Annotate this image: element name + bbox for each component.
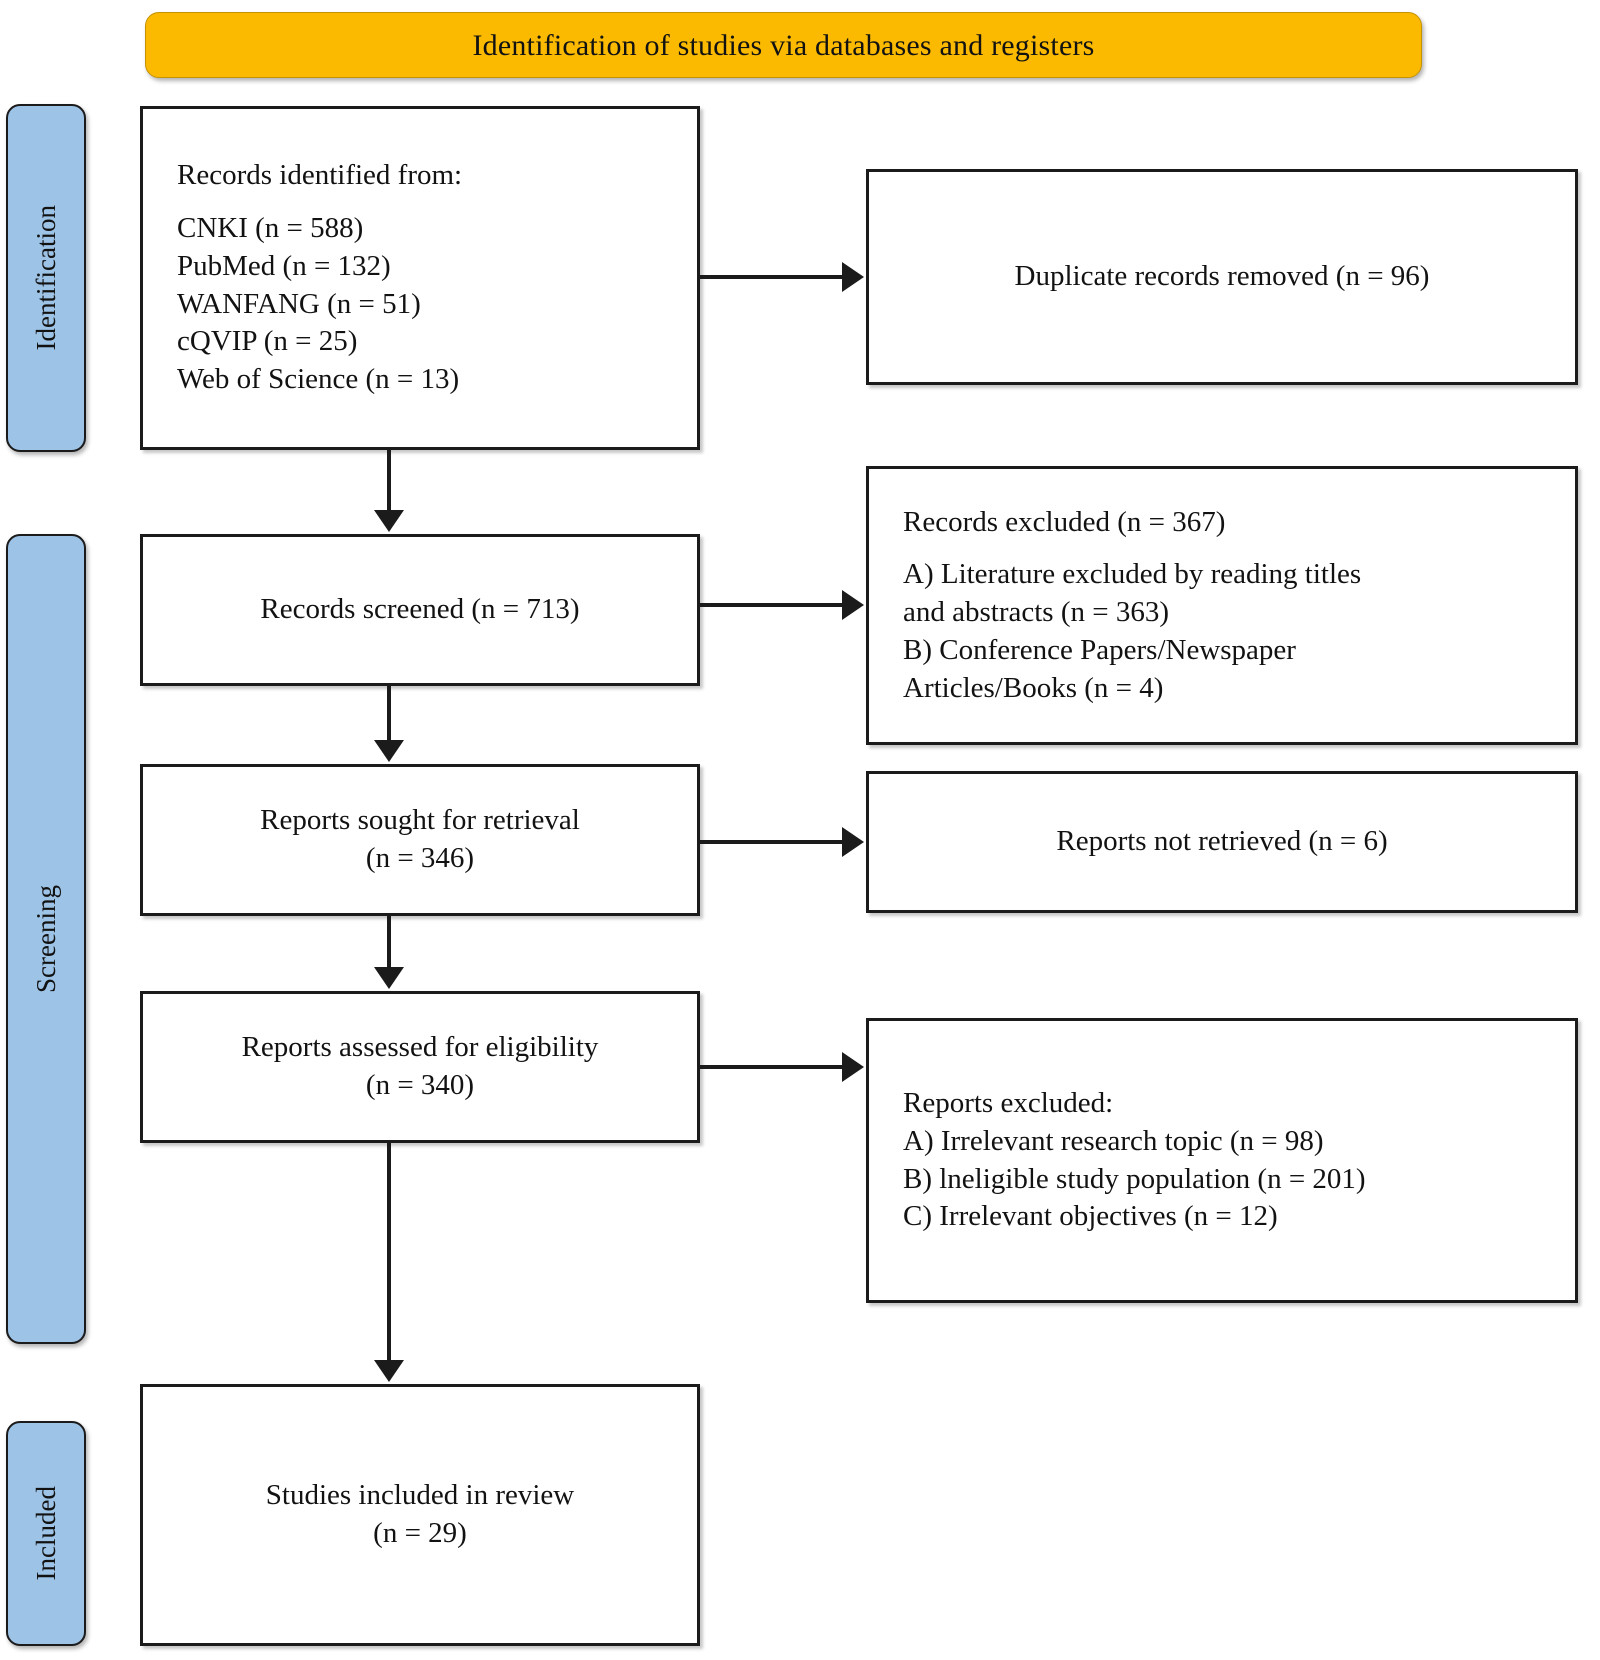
banner-identification-header: Identification of studies via databases … <box>145 12 1422 78</box>
reports-assessed-count: (n = 340) <box>365 1069 475 1101</box>
stage-rail-screening: Screening <box>6 534 86 1344</box>
reports-assessed-label: Reports assessed for eligibility <box>241 1031 599 1064</box>
box-records-excluded: Records excluded (n = 367) A) Literature… <box>866 466 1578 745</box>
arrow-down-icon-identified-to-screened <box>374 510 404 532</box>
records-excluded-reason-a-line1: A) Literature excluded by reading titles <box>903 558 1362 591</box>
arrow-right-icon-screened-to-records-excluded <box>842 590 864 620</box>
connector-identified-to-screened <box>387 450 391 512</box>
connector-screened-to-records-excluded <box>700 603 844 607</box>
stage-rail-included: Included <box>6 1421 86 1646</box>
stage-rail-identification: Identification <box>6 104 86 452</box>
records-identified-heading: Records identified from: <box>177 159 463 192</box>
box-studies-included-in-review: Studies included in review (n = 29) <box>140 1384 700 1646</box>
stage-rail-screening-label: Screening <box>30 885 61 993</box>
arrow-right-icon-sought-to-not-retrieved <box>842 827 864 857</box>
stage-rail-identification-label: Identification <box>30 205 61 351</box>
source-web-of-science: Web of Science (n = 13) <box>177 362 460 395</box>
records-excluded-heading: Records excluded (n = 367) <box>903 505 1226 538</box>
box-reports-sought-for-retrieval: Reports sought for retrieval (n = 346) <box>140 764 700 916</box>
reports-sought-count: (n = 346) <box>365 842 475 874</box>
duplicate-records-removed-text: Duplicate records removed (n = 96) <box>1014 260 1430 293</box>
reports-not-retrieved-text: Reports not retrieved (n = 6) <box>1056 825 1388 858</box>
connector-identified-to-duplicates <box>700 275 844 279</box>
stage-rail-included-label: Included <box>30 1486 61 1581</box>
connector-screened-to-sought <box>387 686 391 742</box>
box-reports-excluded: Reports excluded: A) Irrelevant research… <box>866 1018 1578 1303</box>
arrow-down-icon-screened-to-sought <box>374 740 404 762</box>
reports-excluded-heading: Reports excluded: <box>903 1087 1114 1120</box>
arrow-right-icon-identified-to-duplicates <box>842 262 864 292</box>
source-cnki: CNKI (n = 588) <box>177 212 364 245</box>
reports-sought-label: Reports sought for retrieval <box>260 804 580 837</box>
box-records-screened: Records screened (n = 713) <box>140 534 700 686</box>
arrow-right-icon-assessed-to-reports-excluded <box>842 1052 864 1082</box>
connector-sought-to-assessed <box>387 916 391 969</box>
arrow-down-icon-sought-to-assessed <box>374 967 404 989</box>
records-excluded-reason-b-line1: B) Conference Papers/Newspaper <box>903 633 1296 666</box>
box-reports-not-retrieved: Reports not retrieved (n = 6) <box>866 771 1578 913</box>
reports-excluded-reason-a: A) Irrelevant research topic (n = 98) <box>903 1124 1324 1157</box>
source-cqvip: cQVIP (n = 25) <box>177 325 358 358</box>
box-duplicate-records-removed: Duplicate records removed (n = 96) <box>866 169 1578 385</box>
studies-included-label: Studies included in review <box>265 1479 575 1512</box>
banner-title: Identification of studies via databases … <box>472 28 1095 62</box>
connector-assessed-to-included <box>387 1143 391 1362</box>
arrow-down-icon-assessed-to-included <box>374 1360 404 1382</box>
records-screened-text: Records screened (n = 713) <box>260 593 580 626</box>
box-records-identified: Records identified from: CNKI (n = 588) … <box>140 106 700 450</box>
box-reports-assessed-for-eligibility: Reports assessed for eligibility (n = 34… <box>140 991 700 1143</box>
reports-excluded-reason-b: B) lneligible study population (n = 201) <box>903 1162 1366 1195</box>
source-pubmed: PubMed (n = 132) <box>177 249 391 282</box>
connector-assessed-to-reports-excluded <box>700 1065 844 1069</box>
studies-included-count: (n = 29) <box>373 1517 467 1549</box>
reports-excluded-reason-c: C) Irrelevant objectives (n = 12) <box>903 1200 1278 1233</box>
connector-sought-to-not-retrieved <box>700 840 844 844</box>
source-wanfang: WANFANG (n = 51) <box>177 287 421 320</box>
records-excluded-reason-a-line2: and abstracts (n = 363) <box>903 596 1169 629</box>
records-excluded-reason-b-line2: Articles/Books (n = 4) <box>903 671 1164 704</box>
